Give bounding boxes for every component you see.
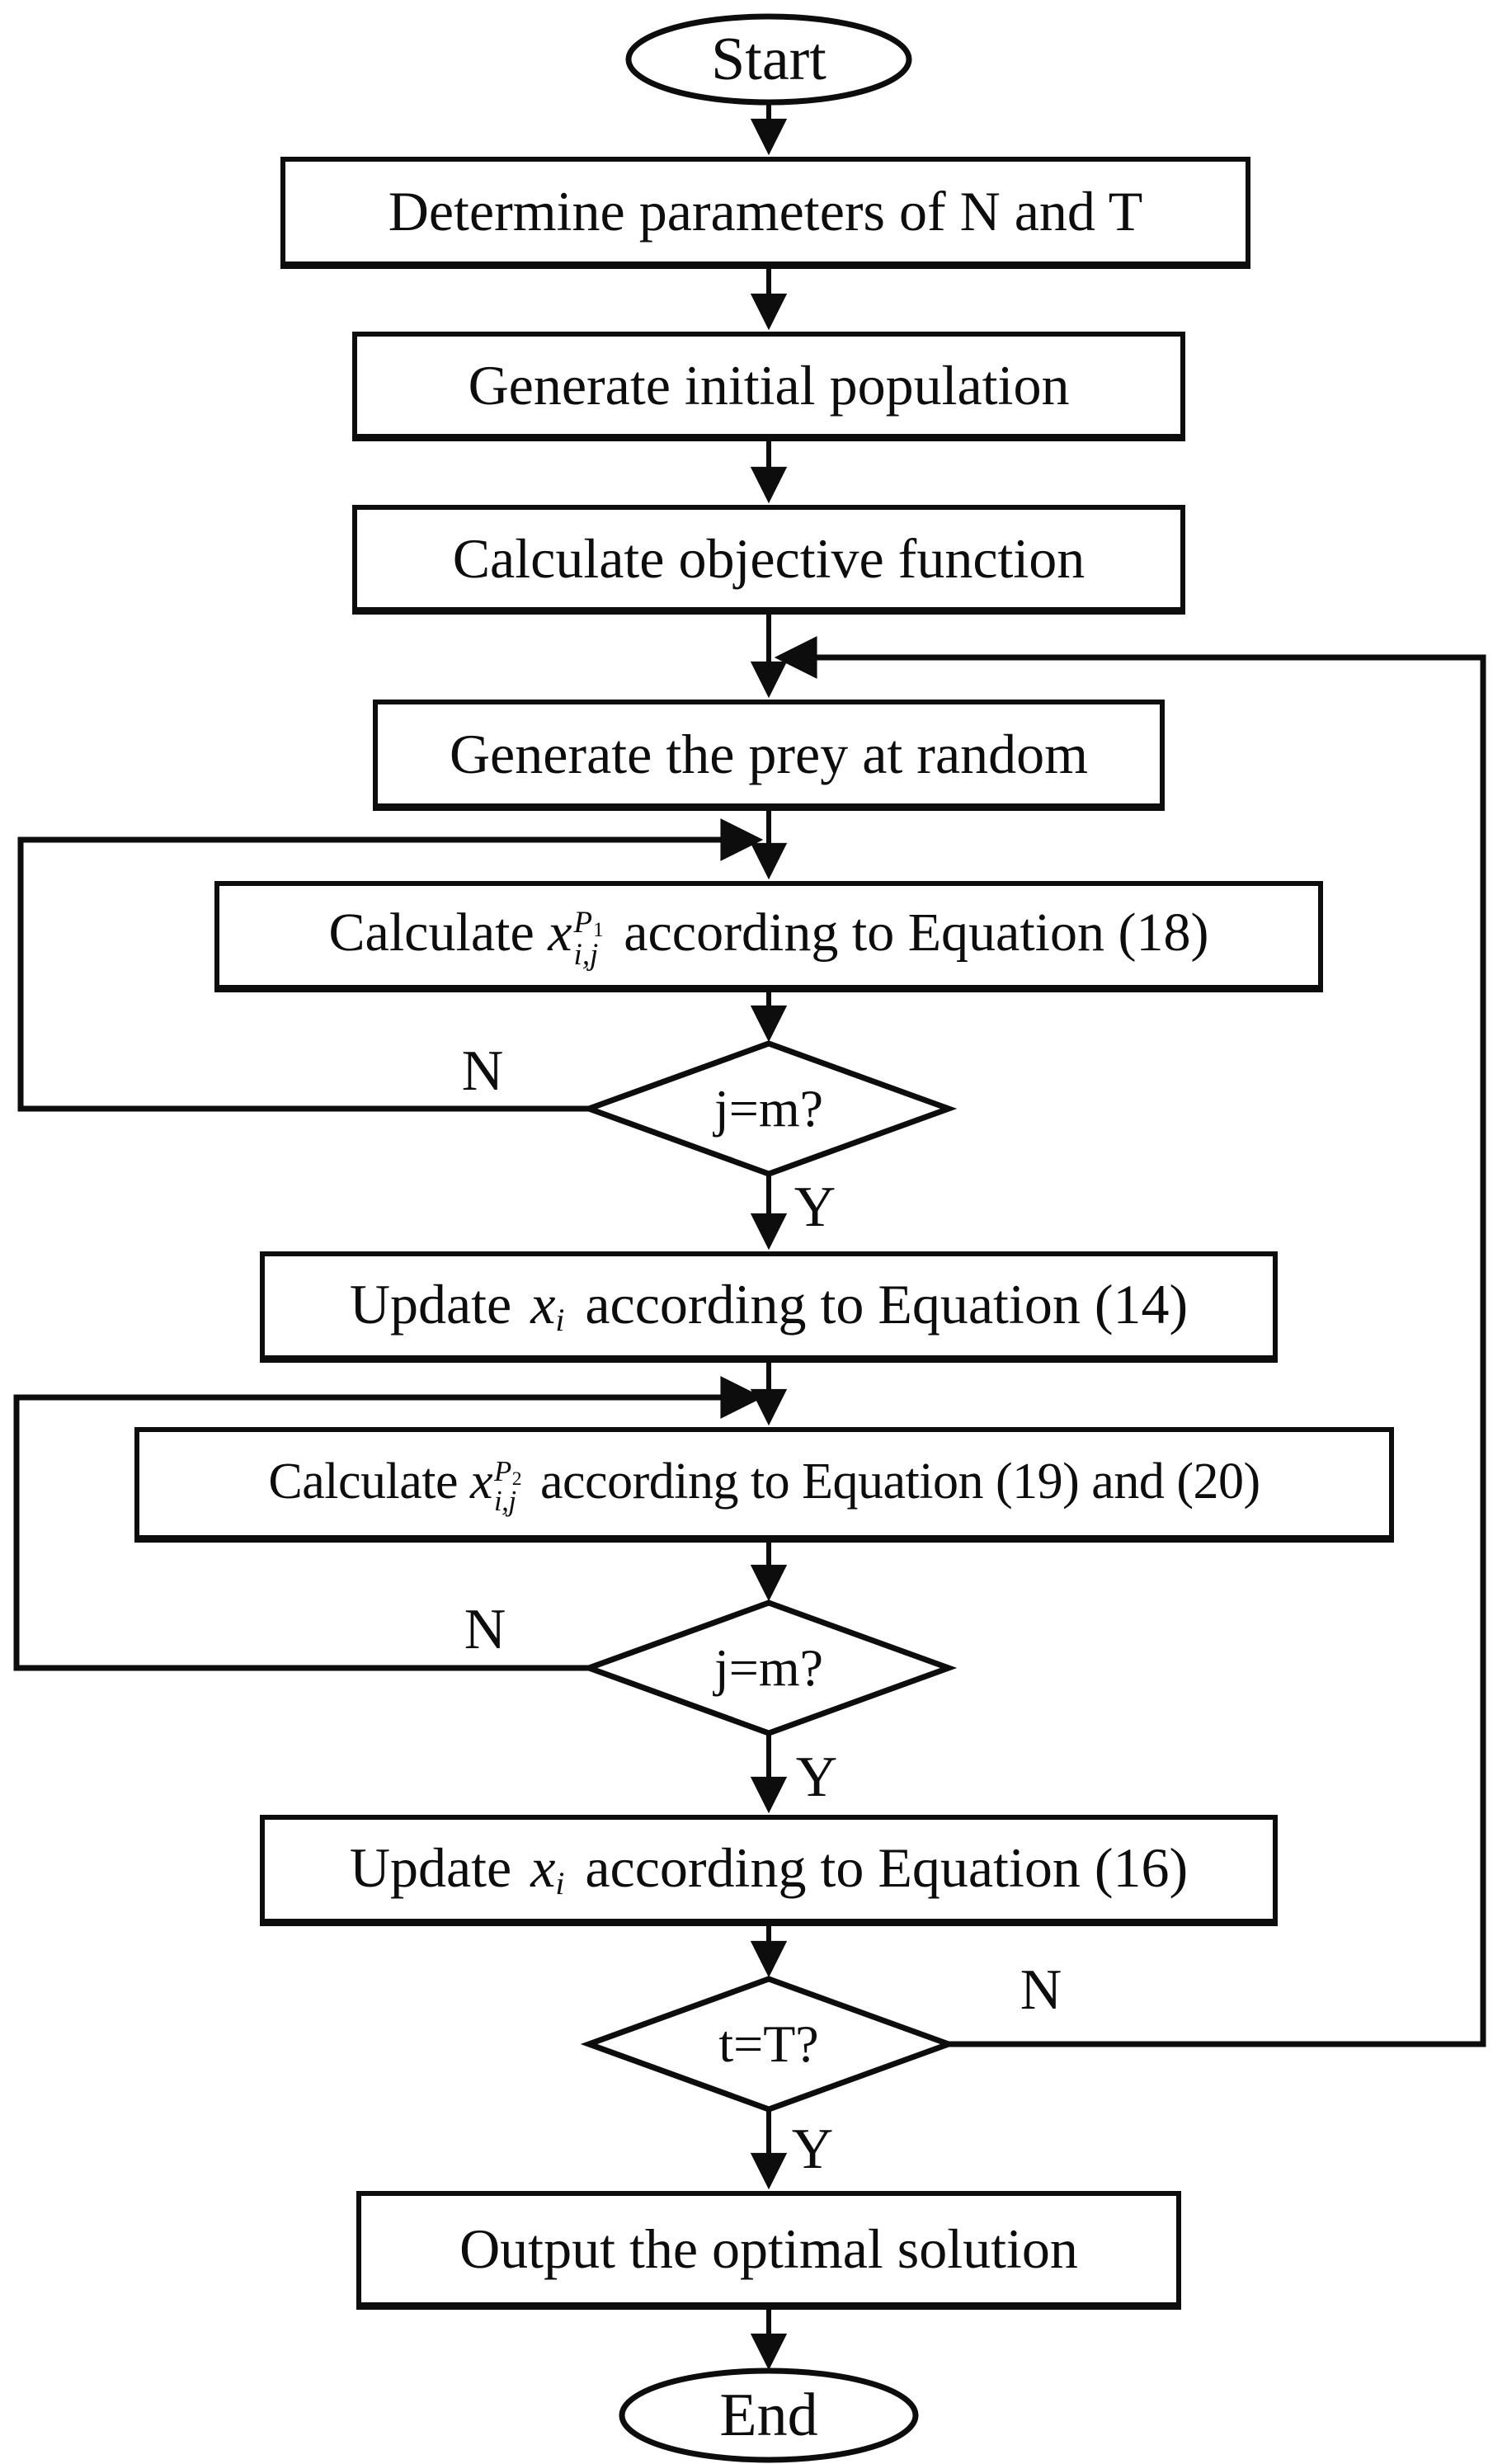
decision-label: j=m?	[713, 1079, 824, 1138]
end-label: End	[719, 2382, 818, 2449]
decision3-diamond-shape	[580, 1976, 958, 2113]
node-generate-prey-at-random: Generate the prey at random	[373, 700, 1165, 811]
superscript-index: 1	[593, 918, 604, 941]
edge-label-y: Y	[791, 2118, 834, 2181]
math-subscript: i,j	[494, 1484, 516, 1517]
node-update-xi-eq14: Update xi according to Equation (14)	[260, 1251, 1278, 1363]
node-update-xi-eq16: Update xi according to Equation (16)	[260, 1815, 1278, 1926]
edge-label-n: N	[464, 1598, 506, 1661]
math-prefix: Calculate	[268, 1453, 458, 1510]
start-label: Start	[711, 26, 826, 93]
node-label: Generate initial population	[468, 353, 1070, 417]
decision-label: t=T?	[718, 2014, 819, 2073]
edge-label-y: Y	[794, 1175, 836, 1239]
decision3-t-equals-T: t=T?	[645, 2003, 892, 2085]
end-terminal: End	[645, 2377, 892, 2453]
node-label: Determine parameters of N and T	[388, 180, 1143, 243]
node-label: Update xi according to Equation (14)	[349, 1272, 1189, 1339]
node-calculate-objective-function: Calculate objective function	[352, 505, 1185, 615]
math-subscript: i	[555, 1865, 565, 1902]
start-terminal: Start	[645, 21, 892, 97]
node-label: Generate the prey at random	[449, 722, 1089, 785]
math-superscript: P1	[573, 905, 604, 941]
node-label: Update xi according to Equation (16)	[349, 1835, 1189, 1902]
decision1-yes-label: Y	[778, 1171, 852, 1245]
superscript-base: P	[573, 905, 593, 940]
decision2-yes-label: Y	[779, 1741, 854, 1815]
math-variable: x	[469, 1453, 493, 1510]
node-label: Calculate objective function	[452, 526, 1086, 590]
math-suffix: according to Equation (14)	[585, 1272, 1189, 1336]
node-determine-parameters: Determine parameters of N and T	[280, 157, 1250, 269]
node-label: Output the optimal solution	[459, 2217, 1078, 2281]
edge-decision1-no-loop	[17, 818, 764, 1112]
math-variable: x	[530, 1835, 556, 1899]
math-suffix: according to Equation (19) and (20)	[540, 1453, 1260, 1510]
math-subscript: i,j	[573, 936, 599, 971]
math-prefix: Calculate	[328, 902, 535, 963]
math-prefix: Update	[349, 1272, 512, 1336]
end-oval-shape	[619, 2367, 919, 2463]
decision2-j-equals-m: j=m?	[645, 1627, 892, 1709]
decision3-yes-label: Y	[775, 2113, 850, 2187]
decision2-no-label: N	[448, 1593, 522, 1667]
edge-decision2-no-loop	[13, 1376, 764, 1671]
math-superscript: P2	[494, 1455, 522, 1490]
start-oval-shape	[625, 13, 912, 106]
decision-label: j=m?	[713, 1638, 824, 1697]
edge-decision3-no-loop	[774, 636, 1486, 2047]
math-prefix: Update	[349, 1835, 512, 1899]
decision1-diamond-shape	[580, 1040, 958, 1177]
node-generate-initial-population: Generate initial population	[352, 332, 1185, 441]
edge-label-n: N	[461, 1039, 504, 1103]
node-output-optimal-solution: Output the optimal solution	[356, 2191, 1181, 2310]
decision3-no-label: N	[1004, 1953, 1078, 2028]
math-variable: x	[548, 902, 572, 963]
edge-label-y: Y	[795, 1746, 838, 1809]
decision2-diamond-shape	[580, 1599, 958, 1736]
edge-label-n: N	[1020, 1958, 1062, 2022]
decision1-no-label: N	[445, 1034, 520, 1109]
superscript-base: P	[494, 1455, 511, 1488]
math-suffix: according to Equation (18)	[624, 902, 1209, 963]
math-variable: x	[530, 1272, 556, 1336]
math-subscript: i	[555, 1302, 565, 1339]
decision1-j-equals-m: j=m?	[645, 1067, 892, 1150]
superscript-index: 2	[511, 1468, 522, 1490]
math-suffix: according to Equation (16)	[585, 1835, 1189, 1899]
